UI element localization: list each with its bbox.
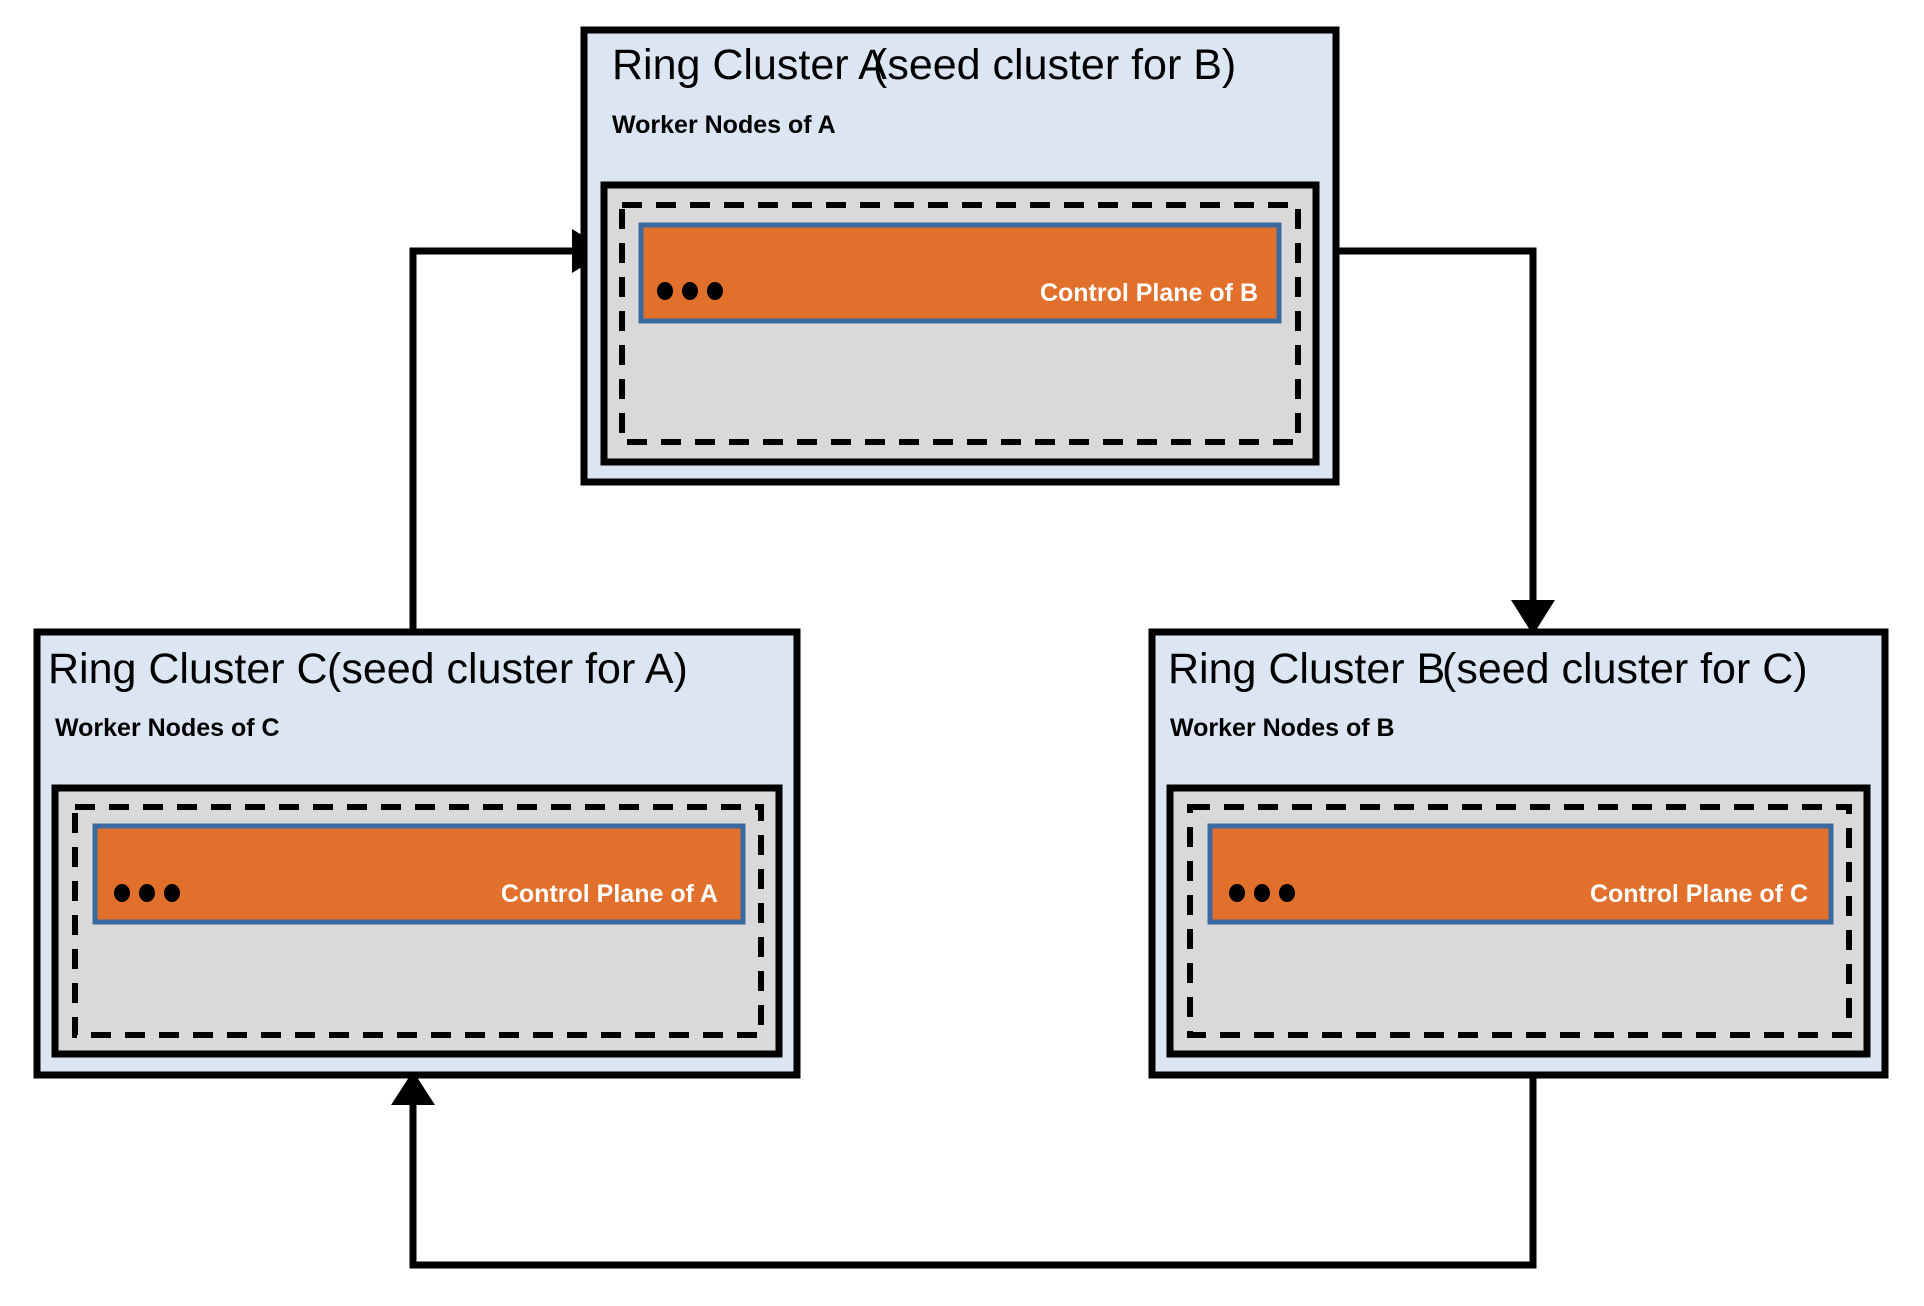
cluster-b-control-plane-label: Control Plane of C [1590, 880, 1808, 908]
cluster-a-control-plane-label: Control Plane of B [1040, 279, 1258, 307]
cluster-b[interactable]: Ring Cluster B (seed cluster for C) Work… [1148, 628, 1889, 1079]
arrow-a-to-b-head [1511, 600, 1555, 635]
cluster-b-ellipsis-icon [1229, 884, 1295, 902]
arrow-a-to-b-line [1336, 247, 1537, 600]
cluster-a-seed-note: (seed cluster for B) [873, 41, 1236, 89]
cluster-a-worker-dashed-boundary [619, 202, 1301, 445]
arrow-b-to-c-line [409, 1075, 1537, 1269]
cluster-a-title: Ring Cluster A [612, 41, 887, 89]
cluster-a-worker-nodes-label: Worker Nodes of A [612, 111, 836, 139]
cluster-c-control-plane-box[interactable] [92, 823, 746, 925]
cluster-c-worker-nodes-label: Worker Nodes of C [55, 714, 280, 742]
cluster-c-worker-dashed-boundary [72, 804, 764, 1038]
cluster-c-title: Ring Cluster C [48, 645, 328, 693]
cluster-b-worker-nodes-label: Worker Nodes of B [1170, 714, 1395, 742]
connections-layer [391, 229, 1555, 1269]
cluster-c-control-plane-label: Control Plane of A [501, 880, 718, 908]
arrow-b-to-c [391, 1071, 1537, 1269]
cluster-c-seed-note: (seed cluster for A) [327, 645, 688, 693]
cluster-b-seed-note: (seed cluster for C) [1442, 645, 1808, 693]
cluster-a-ellipsis-icon [657, 282, 723, 300]
arrow-c-to-a [409, 229, 608, 632]
cluster-a[interactable]: Ring Cluster A (seed cluster for B) Work… [580, 26, 1340, 486]
arrow-b-to-c-head [391, 1071, 435, 1105]
cluster-b-control-plane-box[interactable] [1207, 823, 1834, 925]
arrow-a-to-b [1336, 247, 1555, 635]
cluster-c-ellipsis-icon [114, 884, 180, 902]
cluster-b-title: Ring Cluster B [1168, 645, 1445, 693]
cluster-a-control-plane-box[interactable] [638, 222, 1282, 324]
cluster-c[interactable]: Ring Cluster C (seed cluster for A) Work… [33, 628, 801, 1079]
arrow-c-to-a-line [409, 247, 572, 632]
